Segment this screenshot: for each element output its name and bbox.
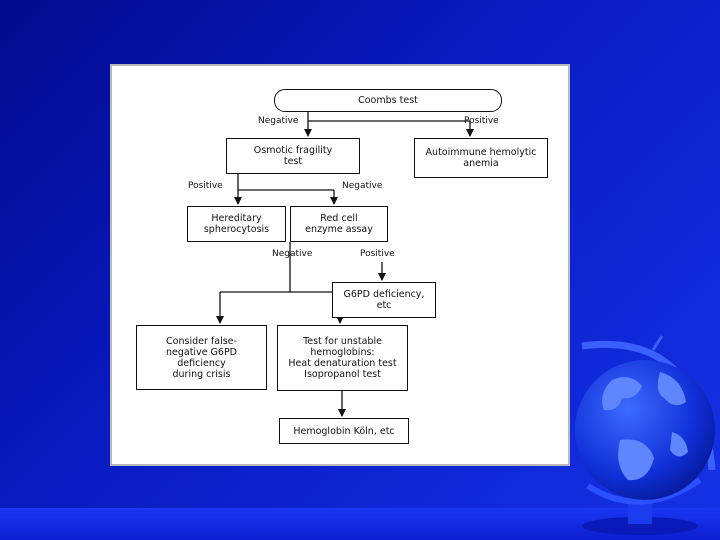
false-negative-node: Consider false- negative G6PD deficiency… (136, 325, 267, 390)
enzyme-positive-label: Positive (360, 249, 395, 259)
hereditary-spherocytosis-node: Hereditary spherocytosis (187, 206, 286, 242)
osmotic-fragility-node: Osmotic fragility test (226, 138, 360, 174)
coombs-negative-label: Negative (258, 116, 299, 126)
flowchart-connectors (216, 112, 474, 417)
enzyme-assay-node: Red cell enzyme assay (290, 206, 388, 242)
enzyme-negative-label: Negative (272, 249, 313, 259)
osmotic-negative-label: Negative (342, 181, 383, 191)
coombs-positive-label: Positive (464, 116, 499, 126)
coombs-test-node: Coombs test (274, 89, 502, 112)
hemoglobin-koln-node: Hemoglobin Köln, etc (279, 418, 409, 444)
autoimmune-anemia-node: Autoimmune hemolytic anemia (414, 138, 548, 178)
osmotic-positive-label: Positive (188, 181, 223, 191)
flowchart-panel: Coombs test Osmotic fragility test Autoi… (110, 64, 570, 466)
unstable-hemoglobins-node: Test for unstable hemoglobins: Heat dena… (277, 325, 408, 391)
g6pd-deficiency-node: G6PD deficiency, etc (332, 282, 436, 318)
